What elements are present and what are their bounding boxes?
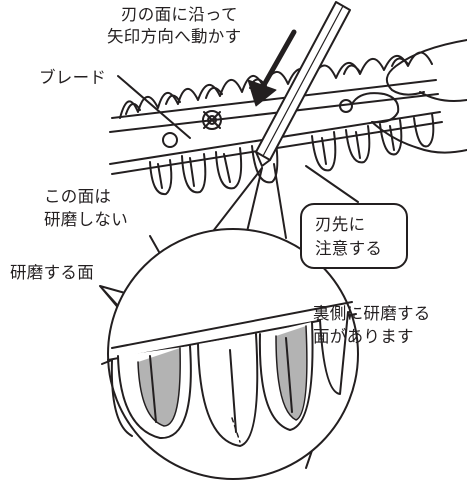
caution-label-line1: 刃先に [315,215,366,234]
caution-label-line2: 注意する [315,239,383,258]
caution-leader-line [305,165,359,203]
magnify-line-center [245,167,263,237]
move-direction-label-line2: 矢印方向へ動かす [107,27,242,46]
magnify-line-right [273,163,287,239]
grind-surface-label: 研磨する面 [10,263,94,282]
blade-label: ブレード [39,68,107,87]
no-grind-label-line2: 研磨しない [44,210,128,229]
direction-arrow [247,29,297,107]
back-side-label-line2: 面があります [313,327,414,346]
no-grind-label-line1: この面は [44,187,112,206]
back-side-label-line1: 裏側に研磨する [313,304,431,323]
sharpening-file [255,1,351,167]
caution-callout-box: 刃先に 注意する [300,203,408,269]
move-direction-label-line1: 刃の面に沿って [121,5,238,24]
blade-leader-line [117,75,191,139]
magnified-blade [101,301,357,447]
hand-outline [351,39,467,154]
